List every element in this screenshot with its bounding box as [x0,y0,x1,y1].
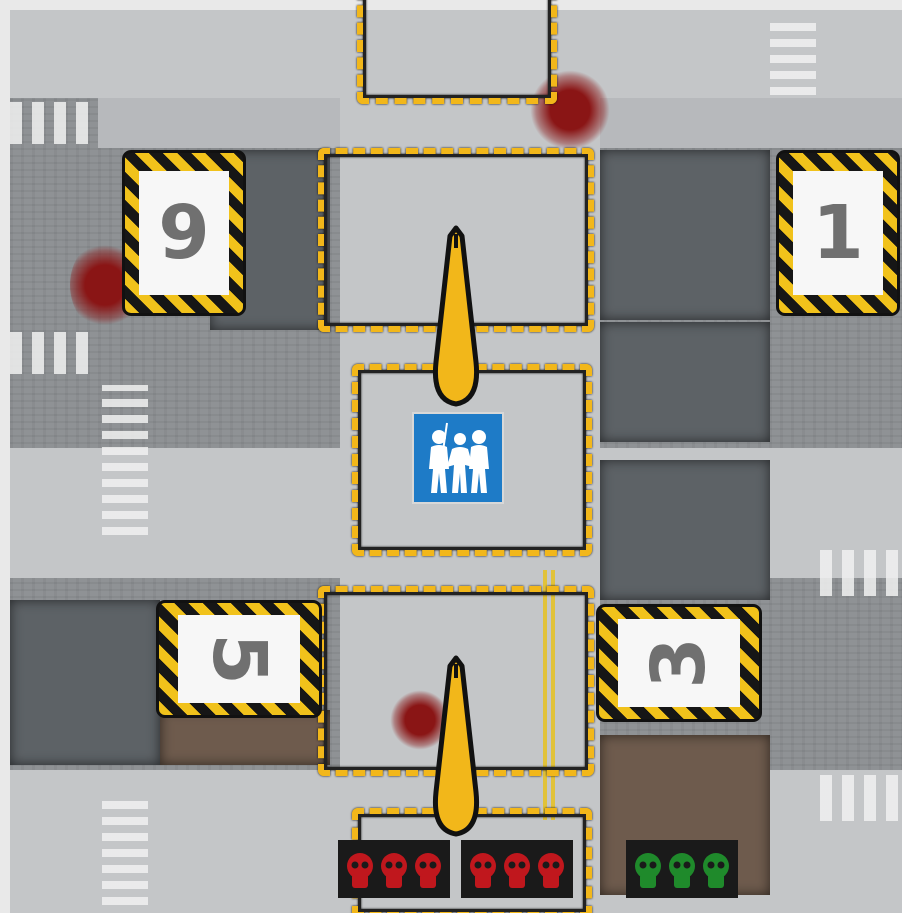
objective-number: 3 [642,637,716,689]
crosswalk [10,102,90,144]
building-lot [600,150,770,320]
building-lot [600,322,770,442]
exit-arrow-icon[interactable] [424,222,488,408]
crosswalk [102,795,148,905]
objective-number: 5 [202,633,276,685]
crosswalk [820,775,900,821]
zombie-spawn-red-2[interactable] [461,840,573,898]
building-lot [10,600,160,765]
objective-number: 9 [158,196,210,270]
survivors-group-icon [417,417,499,499]
zombie-spawn-icon [626,840,738,898]
zombie-spawn-icon [338,840,450,898]
objective-number: 1 [812,196,864,270]
building-lot [160,710,330,765]
objective-card-face: 5 [178,615,300,702]
survivor-start-token[interactable] [412,412,504,504]
objective-card-face: 9 [139,171,229,296]
zone-outline [357,0,557,104]
objective-card-face: 1 [793,171,883,296]
zombie-spawn-green[interactable] [626,840,738,898]
exit-arrow-icon[interactable] [424,652,488,838]
zombie-spawn-red-1[interactable] [338,840,450,898]
crosswalk [102,385,148,535]
building-lot [600,460,770,600]
objective-card-3[interactable]: 3 [596,604,762,722]
objective-card-5[interactable]: 5 [156,600,322,718]
crosswalk [820,550,900,596]
objective-card-1[interactable]: 1 [776,150,900,316]
zombie-spawn-icon [461,840,573,898]
crosswalk [10,332,90,374]
crosswalk [770,15,816,95]
objective-card-face: 3 [618,619,740,706]
objective-card-9[interactable]: 9 [122,150,246,316]
